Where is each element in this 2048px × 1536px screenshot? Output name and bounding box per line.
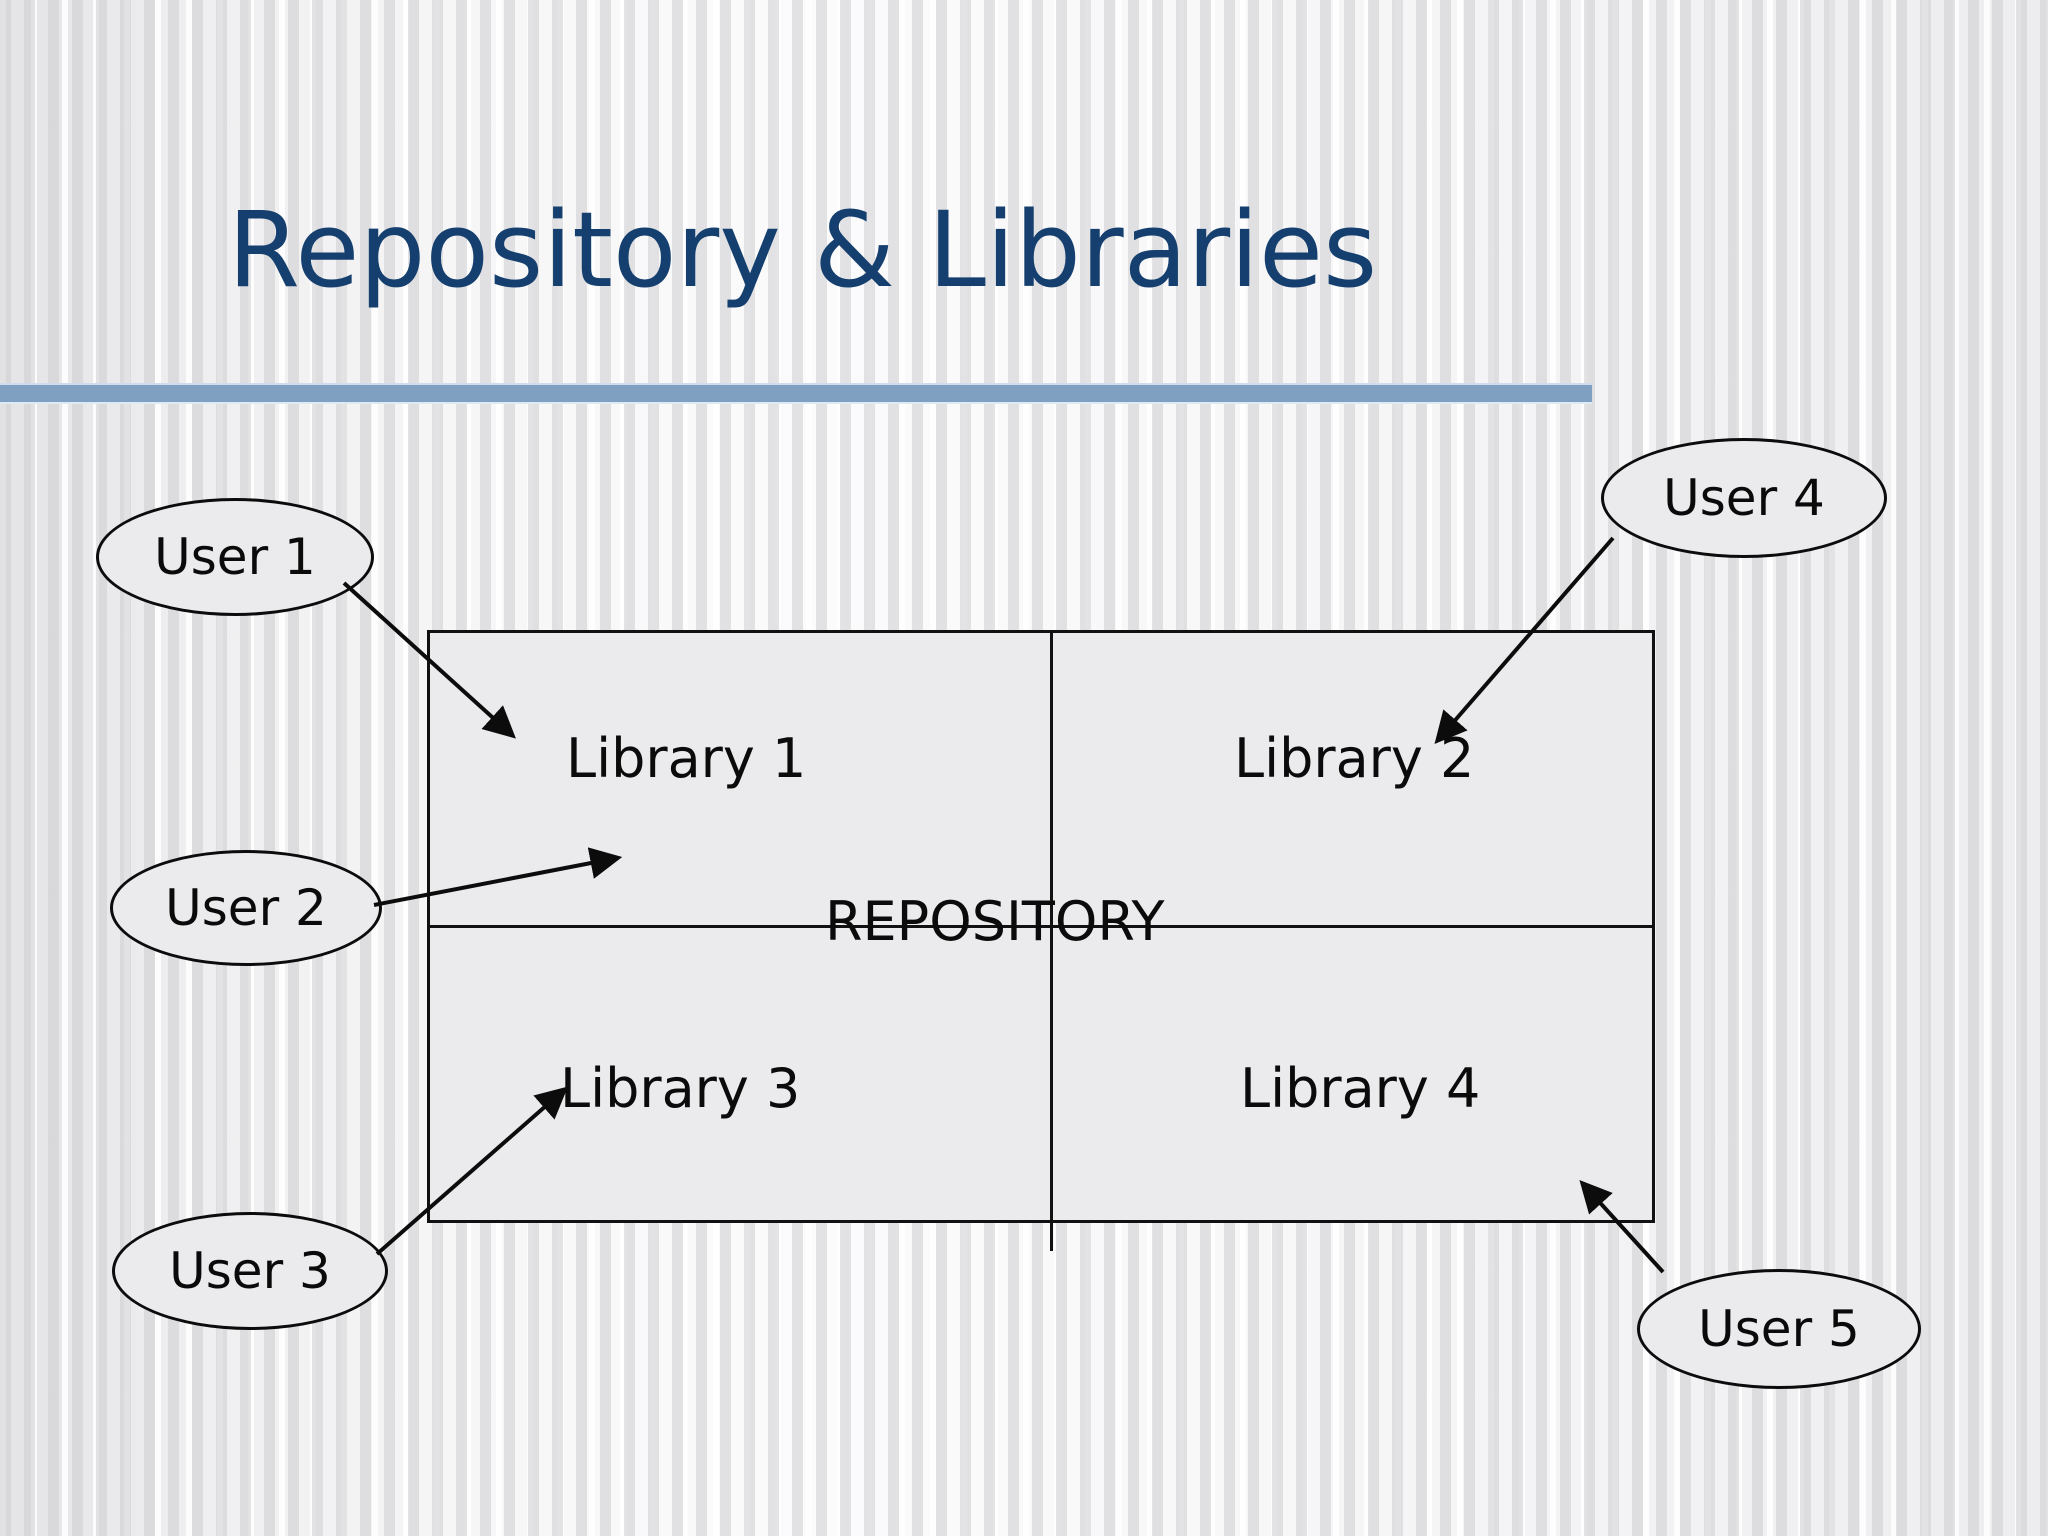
user-2-label: User 2: [165, 879, 327, 937]
user-1-node[interactable]: User 1: [96, 498, 374, 616]
user-3-node[interactable]: User 3: [112, 1212, 388, 1330]
user-4-label: User 4: [1663, 469, 1825, 527]
repository-horizontal-divider: [430, 925, 1652, 928]
user-1-label: User 1: [154, 528, 316, 586]
user-3-label: User 3: [169, 1242, 331, 1300]
page-title: Repository & Libraries: [227, 189, 1378, 311]
user-2-node[interactable]: User 2: [110, 850, 382, 966]
user-5-node[interactable]: User 5: [1637, 1269, 1921, 1389]
title-underline-rule: [0, 383, 1592, 404]
library-3-label[interactable]: Library 3: [560, 1057, 801, 1120]
library-4-label[interactable]: Library 4: [1240, 1057, 1481, 1120]
repository-label: REPOSITORY: [825, 890, 1165, 953]
user-4-node[interactable]: User 4: [1601, 438, 1887, 558]
library-2-label[interactable]: Library 2: [1234, 727, 1475, 790]
library-1-label[interactable]: Library 1: [566, 727, 807, 790]
user-5-label: User 5: [1698, 1300, 1860, 1358]
repository-vertical-divider: [1050, 632, 1053, 1251]
